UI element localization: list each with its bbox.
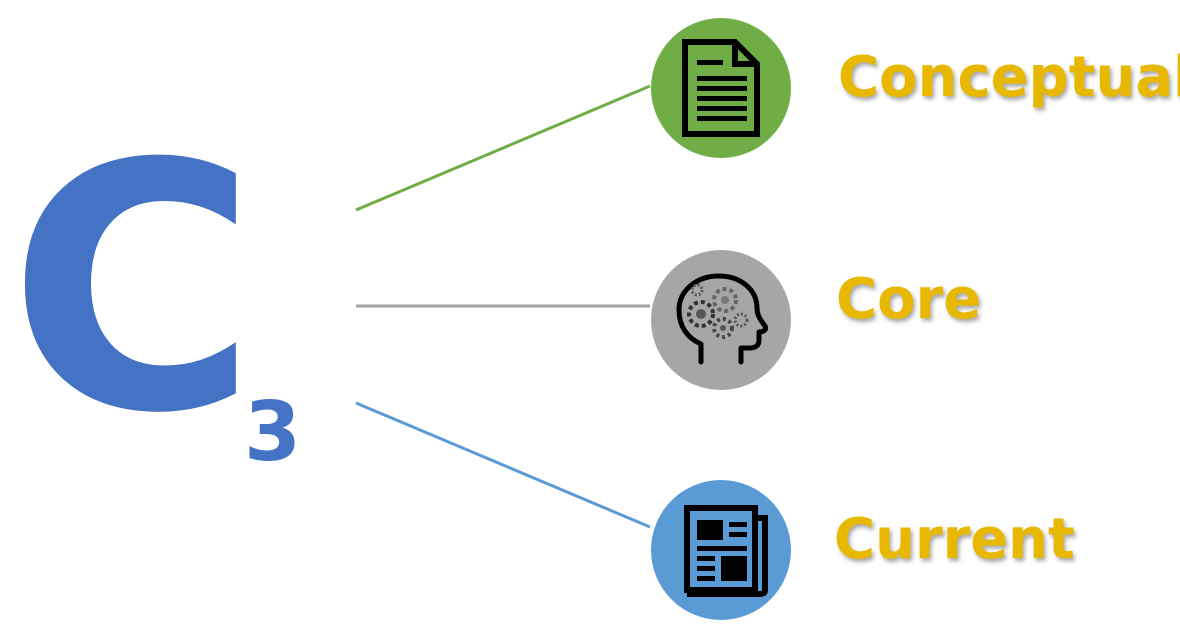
branch-current-label: Current [834, 507, 1075, 572]
branch-conceptual-label: Conceptual [838, 45, 1180, 110]
branch-core-circle [651, 250, 791, 390]
logo-letter: C [8, 92, 258, 488]
document-icon [682, 39, 760, 137]
connector-conceptual [355, 84, 651, 212]
logo-subscript: 3 [244, 385, 302, 480]
brain-gears-icon [676, 273, 768, 365]
branch-core-label: Core [836, 267, 982, 332]
newspaper-icon [684, 505, 768, 597]
branch-current-circle [651, 480, 791, 620]
branch-conceptual-circle [651, 18, 791, 158]
connector-current [355, 401, 651, 529]
